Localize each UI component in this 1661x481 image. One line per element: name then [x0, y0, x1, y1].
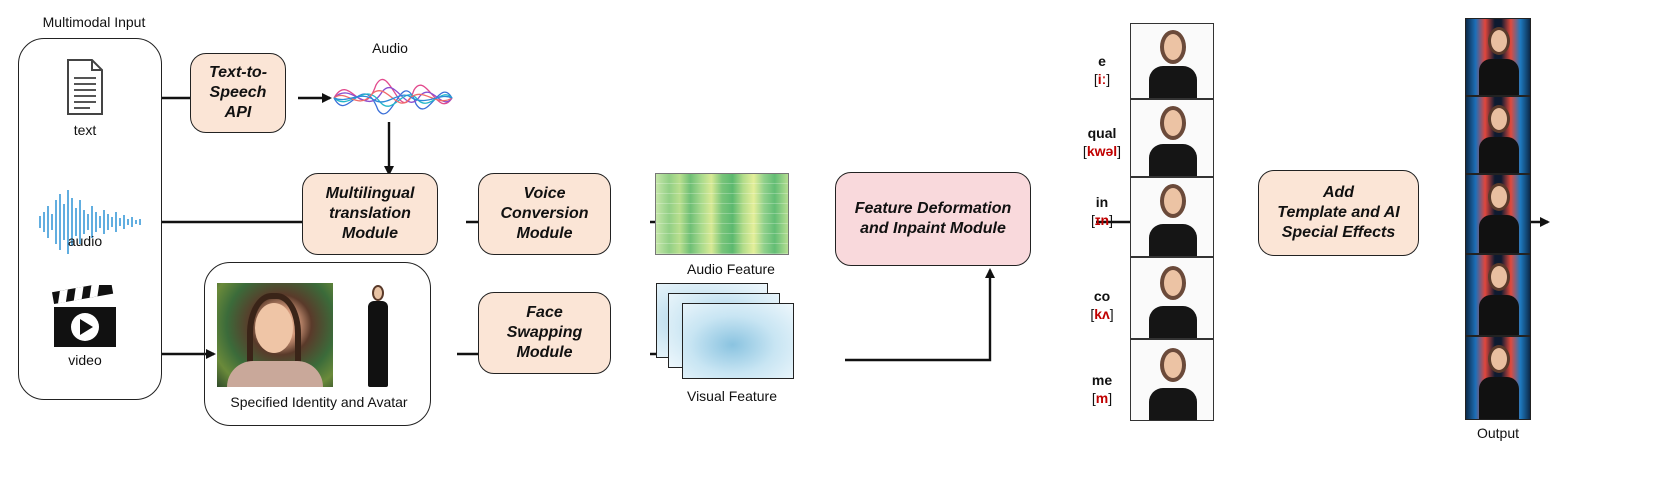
- voice-conversion-module: Voice Conversion Module: [478, 173, 611, 255]
- result-frame-3: [1130, 177, 1214, 257]
- result-frame-2: [1130, 99, 1214, 177]
- output-frame-5: [1465, 336, 1531, 420]
- identity-portrait-image: [217, 283, 333, 387]
- audio-input-label: audio: [67, 233, 103, 249]
- avatar-figure-image: [362, 283, 394, 389]
- identity-avatar-label: Specified Identity and Avatar: [230, 394, 408, 410]
- feature-deformation-inpaint-module: Feature Deformation and Inpaint Module: [835, 172, 1031, 266]
- multilingual-translation-module: Multilingual translation Module: [302, 173, 438, 255]
- output-label: Output: [1476, 425, 1520, 441]
- audio-waveform-graphic: [333, 78, 453, 115]
- audio-feature-label: Audio Feature: [687, 261, 775, 277]
- phoneme-me: me [m]: [1091, 372, 1113, 406]
- portrait-shoulders: [227, 361, 323, 387]
- audio-input-waveform: [39, 190, 141, 254]
- output-frame-1: [1465, 18, 1531, 96]
- multimodal-input-box: [18, 38, 162, 400]
- text-input-label: text: [73, 122, 97, 138]
- audio-label: Audio: [372, 40, 408, 56]
- tts-api-module: Text-to- Speech API: [190, 53, 286, 133]
- output-frame-3: [1465, 174, 1531, 254]
- result-frame-1: [1130, 23, 1214, 99]
- output-frame-4: [1465, 254, 1531, 336]
- document-icon: [66, 58, 104, 116]
- video-input-label: video: [68, 352, 102, 368]
- portrait-hair: [247, 293, 301, 383]
- phoneme-in: in [ɪn]: [1090, 194, 1113, 228]
- result-frame-4: [1130, 257, 1214, 339]
- visual-feature-layer-front: [682, 303, 794, 379]
- phoneme-qual: qual [kwəl]: [1082, 125, 1122, 159]
- arrow-visualfeature-to-deform: [845, 268, 995, 362]
- phoneme-e: e [iː]: [1093, 53, 1111, 87]
- clapperboard-icon: [50, 281, 120, 349]
- add-template-effects-module: Add Template and AI Special Effects: [1258, 170, 1419, 256]
- multimodal-input-title: Multimodal Input: [42, 14, 146, 30]
- visual-feature-label: Visual Feature: [686, 388, 777, 404]
- audio-feature-heatmap: [655, 173, 789, 255]
- face-swapping-module: Face Swapping Module: [478, 292, 611, 374]
- result-frame-5: [1130, 339, 1214, 421]
- phoneme-co: co [kʌ]: [1090, 288, 1114, 322]
- output-frame-2: [1465, 96, 1531, 174]
- identity-avatar-box: [204, 262, 431, 426]
